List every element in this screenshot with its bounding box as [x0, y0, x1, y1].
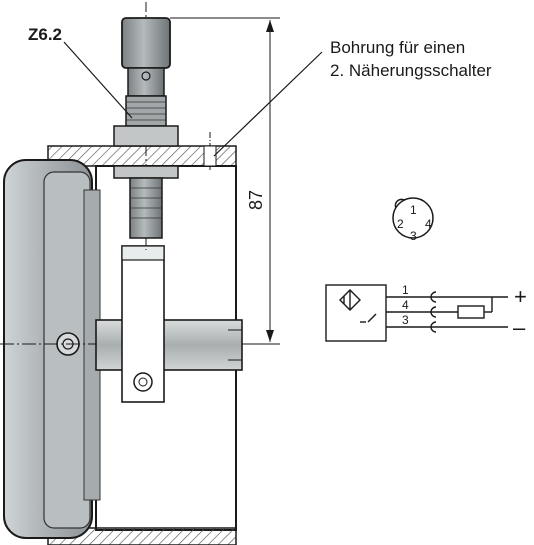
dimension-87-label: 87: [246, 190, 266, 210]
pin-4: 4: [425, 217, 432, 231]
bore-label-line1: Bohrung für einen: [330, 38, 465, 57]
load-resistor: [457, 305, 485, 319]
connector-pinout: 1 2 3 4: [392, 197, 434, 243]
sensor-nut-upper: [113, 125, 179, 147]
leader-bore: [213, 51, 323, 157]
leader-z62: [63, 41, 133, 119]
sensor-symbol: [325, 284, 387, 342]
wire-label-1: 1: [402, 283, 409, 297]
pin-3: 3: [410, 229, 417, 243]
dimension-87: [170, 17, 280, 345]
wire-label-3: 3: [402, 313, 409, 327]
part-id-label: Z6.2: [28, 25, 62, 44]
wire-label-4: 4: [402, 298, 409, 312]
sensor-connector-head: [121, 17, 171, 69]
pin-2: 2: [397, 217, 404, 231]
shaft: [95, 319, 243, 371]
minus-sign: –: [513, 315, 526, 340]
pin-1: 1: [410, 203, 417, 217]
proximity-sensor: [113, 2, 179, 250]
flange-disc: [3, 159, 101, 539]
sensor-nut-lower: [113, 165, 179, 179]
wiring-schematic: [325, 284, 508, 342]
second-bore: [203, 145, 217, 167]
cam-lever: [121, 245, 165, 403]
lever-screw: [133, 372, 153, 392]
bore-label-line2: 2. Näherungsschalter: [330, 61, 492, 80]
plus-sign: +: [514, 284, 527, 309]
